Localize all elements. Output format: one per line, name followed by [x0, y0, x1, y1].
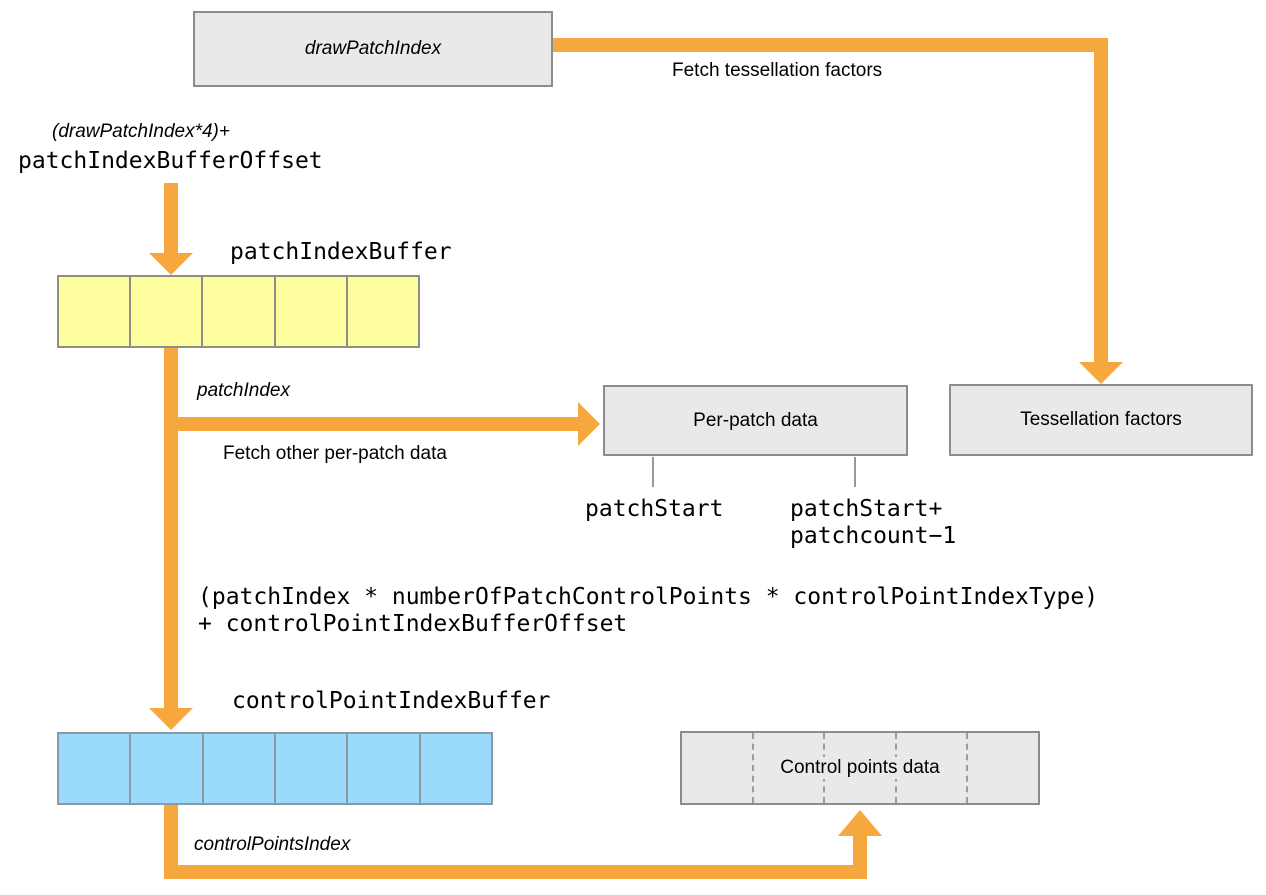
offset-formula-line2: patchIndexBufferOffset — [18, 148, 323, 174]
buffer-cell — [966, 733, 1038, 803]
buffer-cell — [421, 734, 491, 803]
arrow-main-vertical — [164, 348, 178, 708]
arrow-fetch-per-patch — [164, 417, 578, 431]
buffer-cell — [682, 733, 752, 803]
buffer-cell — [348, 277, 418, 346]
arrow-fetch-tessellation-h — [553, 38, 1108, 52]
arrow-control-points-up — [853, 836, 867, 865]
control-points-data-box: Control points data — [680, 731, 1040, 805]
patch-index-label: patchIndex — [197, 380, 290, 401]
control-point-formula-line1: (patchIndex * numberOfPatchControlPoints… — [198, 584, 1099, 610]
fetch-per-patch-label: Fetch other per-patch data — [223, 443, 447, 464]
arrow-control-points-h — [164, 865, 867, 879]
per-patch-data-label: Per-patch data — [693, 409, 818, 431]
buffer-cell — [59, 277, 132, 346]
arrow-into-patch-index-buffer — [164, 183, 178, 253]
tessellation-factors-label: Tessellation factors — [1020, 409, 1182, 430]
arrow-fetch-tessellation-v — [1094, 38, 1108, 362]
arrowhead-up-icon — [838, 810, 882, 836]
patch-index-buffer — [57, 275, 420, 348]
buffer-cell — [131, 277, 204, 346]
draw-patch-index-box: drawPatchIndex — [193, 11, 553, 87]
patch-start-plus-label-line2: patchcount−1 — [790, 523, 957, 549]
control-point-index-buffer — [57, 732, 493, 805]
control-points-index-label: controlPointsIndex — [194, 834, 351, 855]
patch-start-plus-label-line1: patchStart+ — [790, 496, 943, 522]
patch-start-label: patchStart — [585, 496, 724, 522]
patch-index-buffer-label: patchIndexBuffer — [230, 239, 452, 265]
buffer-cell — [276, 277, 348, 346]
arrowhead-right-icon — [578, 402, 600, 446]
arrowhead-down-icon — [1079, 362, 1123, 384]
arrowhead-down-icon — [149, 253, 193, 275]
buffer-cell — [751, 733, 824, 803]
patch-start-connector — [652, 457, 654, 487]
buffer-cell — [276, 734, 349, 803]
control-point-formula-line2: + controlPointIndexBufferOffset — [198, 611, 628, 637]
control-point-index-buffer-label: controlPointIndexBuffer — [232, 688, 551, 714]
buffer-cell — [131, 734, 204, 803]
control-points-data-label: Control points data — [772, 757, 948, 779]
arrow-control-points-v — [164, 805, 178, 879]
tessellation-factors-box: Tessellation factors — [949, 384, 1253, 456]
draw-patch-index-label: drawPatchIndex — [304, 38, 442, 59]
offset-formula-line1: (drawPatchIndex*4)+ — [52, 121, 230, 142]
buffer-cell — [348, 734, 421, 803]
buffer-cell — [203, 277, 276, 346]
buffer-cell — [204, 734, 276, 803]
per-patch-data-box: Per-patch data — [603, 385, 908, 456]
arrowhead-down-icon — [149, 708, 193, 730]
patch-end-connector — [854, 457, 856, 487]
fetch-tessellation-label: Fetch tessellation factors — [672, 60, 883, 81]
buffer-cell — [59, 734, 132, 803]
